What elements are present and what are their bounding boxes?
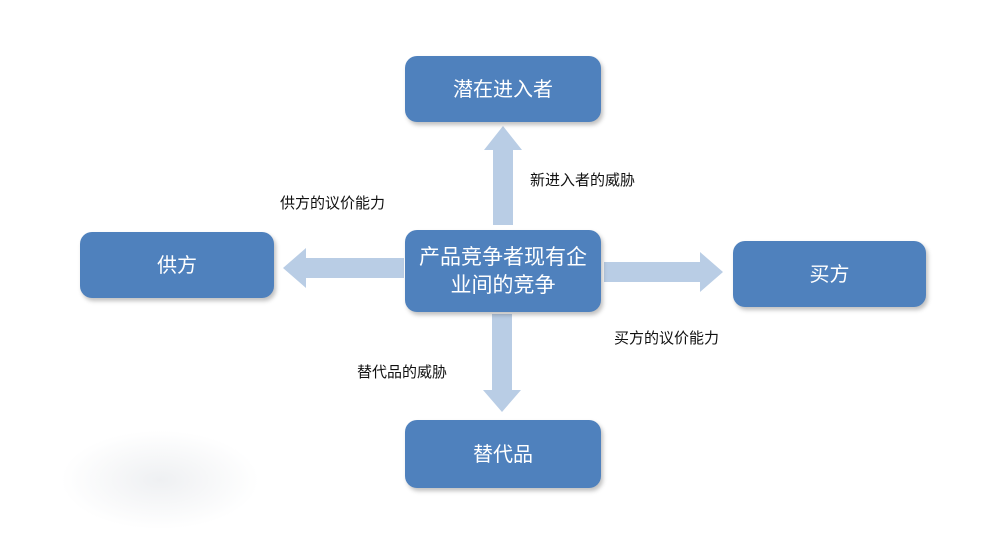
edge-label-buyers: 买方的议价能力 <box>614 329 720 347</box>
node-buyers: 买方 <box>733 241 926 307</box>
node-industry-rivalry-label: 产品竞争者现有企业间的竞争 <box>419 245 587 297</box>
node-industry-rivalry: 产品竞争者现有企业间的竞争 <box>405 230 601 312</box>
node-substitutes-label: 替代品 <box>473 442 533 466</box>
node-potential-entrants-label: 潜在进入者 <box>453 77 553 101</box>
node-potential-entrants: 潜在进入者 <box>405 56 601 122</box>
arrow-to-entrants <box>484 126 522 225</box>
edge-label-substitutes: 替代品的威胁 <box>357 363 448 381</box>
arrow-to-buyers <box>604 252 723 292</box>
background-smudge <box>60 430 260 530</box>
node-suppliers: 供方 <box>80 232 274 298</box>
arrow-to-substitutes <box>483 314 521 412</box>
edge-label-entrants: 新进入者的威胁 <box>530 171 636 189</box>
arrow-to-suppliers <box>283 248 404 288</box>
node-substitutes: 替代品 <box>405 420 601 488</box>
node-suppliers-label: 供方 <box>157 253 197 277</box>
edge-label-suppliers: 供方的议价能力 <box>280 194 386 212</box>
node-buyers-label: 买方 <box>809 262 850 286</box>
